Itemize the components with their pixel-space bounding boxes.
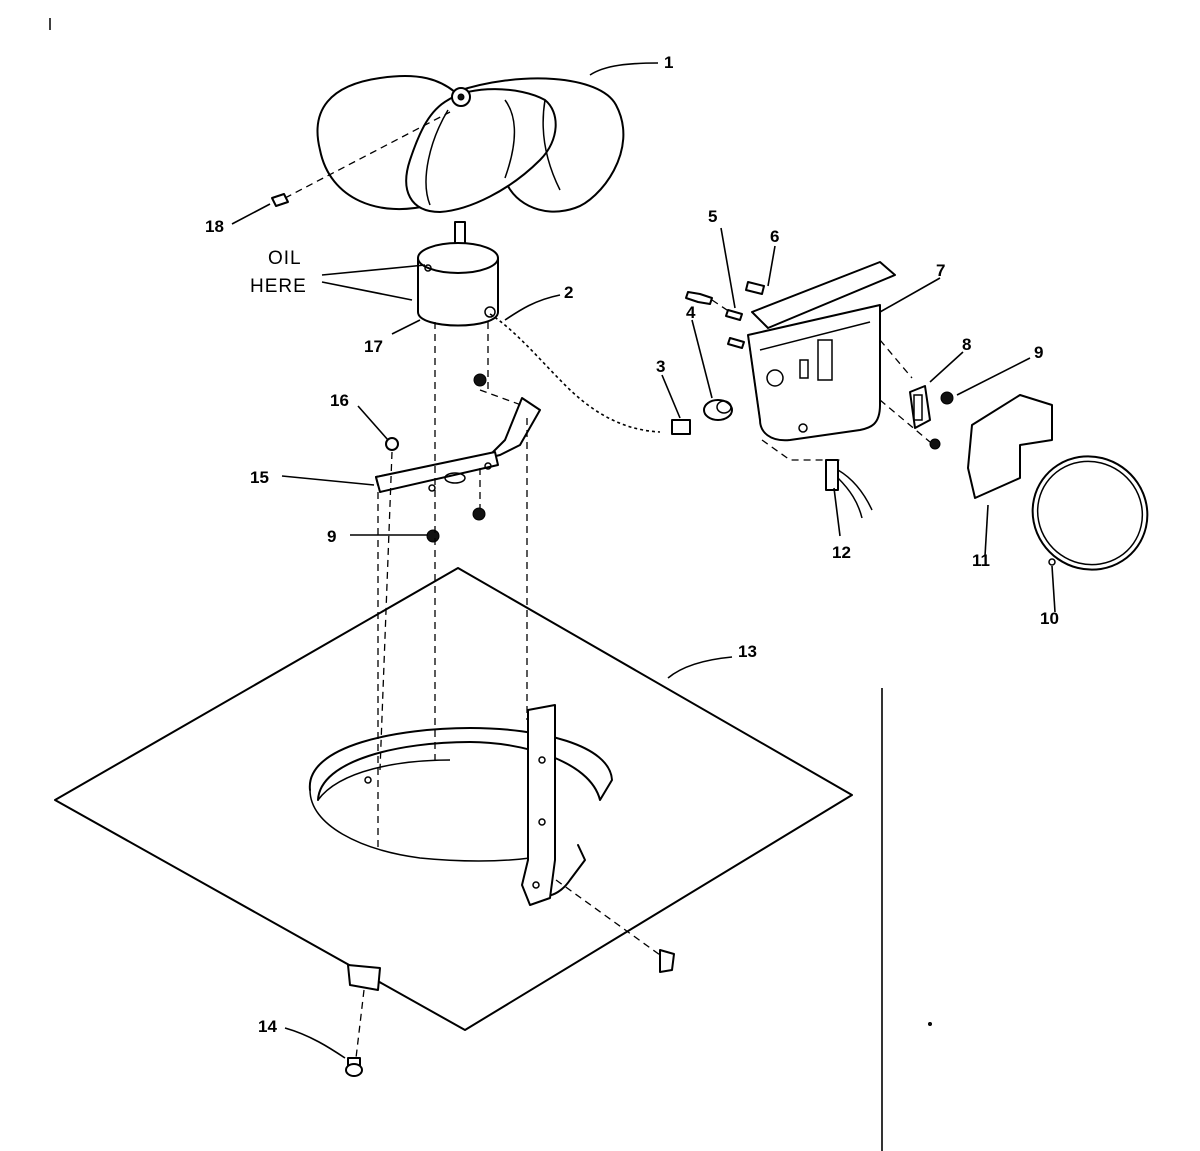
callout-6: 6 [770, 227, 779, 246]
callout-8: 8 [962, 335, 971, 354]
screw-5 [685, 291, 745, 349]
panel-screw-line [555, 879, 661, 956]
nut-bracket-bottom [472, 507, 486, 521]
wire-connector [825, 459, 873, 519]
callout-4: 4 [686, 303, 696, 322]
callout-16: 16 [330, 391, 349, 410]
harness-line [761, 439, 840, 461]
nut-16 [385, 437, 399, 451]
nut-9-right [940, 391, 954, 405]
callout-3: 3 [656, 357, 665, 376]
callout-2: 2 [564, 283, 573, 302]
label-plate [967, 394, 1053, 499]
set-screw-18 [271, 193, 289, 207]
switch-line [879, 339, 913, 379]
stray-mark [928, 1022, 932, 1026]
here-label: HERE [250, 276, 307, 297]
flexible-conduit [489, 313, 661, 433]
nut-lower-right [929, 438, 941, 450]
fan-motor [417, 221, 499, 327]
switch-line-2 [879, 399, 931, 443]
leader-lines [231, 62, 1056, 1059]
cover-plate [1031, 455, 1149, 571]
nut-bracket-top [473, 373, 487, 387]
oil-here-note: OIL HERE [250, 248, 426, 301]
conduit-connector [671, 419, 691, 435]
callout-9-right: 9 [1034, 343, 1043, 362]
motor-bracket [375, 397, 541, 493]
screw-line-5 [711, 299, 731, 313]
callout-17: 17 [364, 337, 383, 356]
screw-panel [659, 949, 675, 973]
oil-label: OIL [268, 248, 302, 269]
callout-13: 13 [738, 642, 757, 661]
callout-10: 10 [1040, 609, 1059, 628]
callout-14: 14 [258, 1017, 277, 1036]
switch [909, 385, 931, 429]
callout-12: 12 [832, 543, 851, 562]
callout-15: 15 [250, 468, 269, 487]
callout-1: 1 [664, 53, 673, 72]
callout-5: 5 [708, 207, 717, 226]
callout-9-left: 9 [327, 527, 336, 546]
screw-14 [345, 1057, 363, 1077]
junction-box [747, 261, 896, 442]
connector-nut [703, 399, 733, 421]
callout-7: 7 [936, 261, 945, 280]
screw-6 [745, 281, 765, 295]
mounting-panel [54, 567, 853, 1031]
fan-blade [316, 75, 625, 213]
box-cover-plate [751, 261, 896, 329]
callout-18: 18 [205, 217, 224, 236]
nut-9-left [426, 529, 440, 543]
alignment-lines [377, 322, 528, 850]
screw-14-line [355, 989, 365, 1059]
callout-11: 11 [972, 551, 990, 570]
